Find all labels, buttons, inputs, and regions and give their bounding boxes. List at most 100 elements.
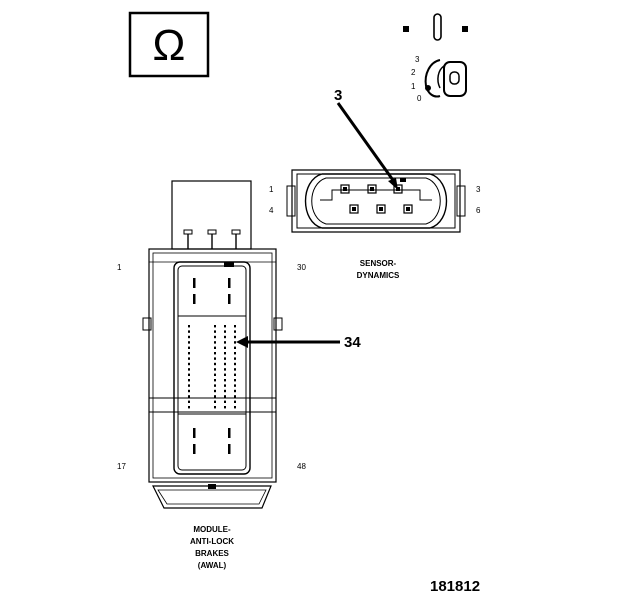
module-signal-pin	[214, 400, 216, 403]
sensor-pin-3	[393, 184, 403, 194]
module-signal-pin	[224, 335, 226, 339]
module-pin-label-17: 17	[117, 462, 126, 471]
module-signal-pin	[224, 373, 226, 376]
module-signal-pin	[224, 357, 226, 360]
module-signal-pin	[188, 346, 190, 349]
module-name-line4: (AWAL)	[198, 561, 227, 570]
module-signal-pin	[224, 400, 226, 403]
sensor-pin-6	[403, 204, 413, 214]
sensor-pin-label-4: 4	[269, 206, 274, 215]
module-signal-pin	[234, 335, 236, 339]
module-connector	[142, 180, 283, 509]
module-signal-pin	[224, 330, 226, 333]
sensor-pin-label-3: 3	[476, 185, 481, 194]
module-signal-pin	[188, 341, 190, 344]
sensor-pin-label-1: 1	[269, 185, 274, 194]
module-signal-pin	[234, 389, 236, 393]
module-pin-label-48: 48	[297, 462, 306, 471]
module-signal-pin	[234, 406, 236, 409]
module-signal-pin	[214, 384, 216, 387]
key-position-0: 0	[417, 94, 422, 103]
module-signal-pin	[214, 346, 216, 349]
module-signal-pin	[234, 379, 236, 382]
module-signal-pin	[234, 384, 236, 387]
module-name-line2: ANTI-LOCK	[190, 537, 234, 546]
module-signal-pin	[234, 395, 236, 398]
module-signal-pin	[188, 325, 190, 328]
module-pin-label-30: 30	[297, 263, 306, 272]
module-signal-pin	[214, 325, 216, 328]
module-signal-pin	[224, 368, 226, 371]
module-signal-pin	[188, 400, 190, 403]
module-signal-pin	[214, 406, 216, 409]
module-signal-pin	[214, 379, 216, 382]
module-signal-pin	[214, 389, 216, 393]
module-signal-pin	[234, 368, 236, 371]
module-pin-label-1: 1	[117, 263, 122, 272]
module-signal-pin	[214, 362, 216, 366]
callout-3: 3	[334, 87, 342, 104]
module-signal-pin	[224, 379, 226, 382]
module-signal-pin	[234, 352, 236, 355]
callout-34: 34	[344, 334, 361, 351]
module-signal-pin	[224, 395, 226, 398]
key-position-3: 3	[415, 55, 420, 64]
module-signal-pin	[214, 357, 216, 360]
module-signal-pin	[214, 335, 216, 339]
module-signal-pin	[234, 330, 236, 333]
ohmmeter-symbol: Ω	[128, 11, 210, 78]
module-signal-pin	[224, 346, 226, 349]
module-signal-pin	[188, 379, 190, 382]
key-position-2: 2	[411, 68, 416, 77]
module-signal-pin	[224, 384, 226, 387]
module-signal-pin	[188, 373, 190, 376]
module-signal-pin	[214, 368, 216, 371]
sensor-pin-4	[349, 204, 359, 214]
module-signal-pin	[234, 357, 236, 360]
module-signal-pin	[188, 395, 190, 398]
module-signal-pin	[224, 352, 226, 355]
module-signal-pin	[188, 330, 190, 333]
module-signal-pin	[224, 325, 226, 328]
module-pin-grid	[188, 325, 236, 409]
callout-3-arrow	[336, 102, 398, 190]
module-signal-pin	[234, 325, 236, 328]
sensor-pin-label-6: 6	[476, 206, 481, 215]
module-signal-pin	[214, 395, 216, 398]
ignition-key-icon: 3 2 1 0	[411, 55, 467, 103]
module-signal-pin	[234, 373, 236, 376]
ignition-off-icon	[403, 13, 468, 41]
module-signal-pin	[188, 406, 190, 409]
module-signal-pin	[234, 346, 236, 349]
sensor-pin-5	[376, 204, 386, 214]
module-signal-pin	[234, 400, 236, 403]
module-signal-pin	[188, 368, 190, 371]
figure-id: 181812	[430, 578, 480, 595]
module-signal-pin	[224, 341, 226, 344]
module-name-line1: MODULE-	[193, 525, 231, 534]
module-signal-pin	[188, 335, 190, 339]
module-signal-pin	[214, 330, 216, 333]
module-signal-pin	[224, 406, 226, 409]
module-signal-pin	[214, 373, 216, 376]
sensor-connector	[286, 169, 466, 233]
sensor-pin-2	[367, 184, 377, 194]
module-signal-pin	[214, 341, 216, 344]
module-signal-pin	[234, 362, 236, 366]
module-signal-pin	[188, 389, 190, 393]
sensor-name-line1: SENSOR-	[360, 259, 397, 268]
callout-34-arrow	[236, 336, 340, 348]
key-position-1: 1	[411, 82, 416, 91]
sensor-name-line2: DYNAMICS	[357, 271, 400, 280]
ohm-icon: Ω	[153, 21, 186, 70]
module-signal-pin	[188, 352, 190, 355]
module-signal-pin	[188, 362, 190, 366]
module-signal-pin	[224, 362, 226, 366]
sensor-pin-1	[340, 184, 350, 194]
module-signal-pin	[188, 357, 190, 360]
module-signal-pin	[234, 341, 236, 344]
module-signal-pin	[214, 352, 216, 355]
module-signal-pin	[224, 389, 226, 393]
module-signal-pin	[188, 384, 190, 387]
